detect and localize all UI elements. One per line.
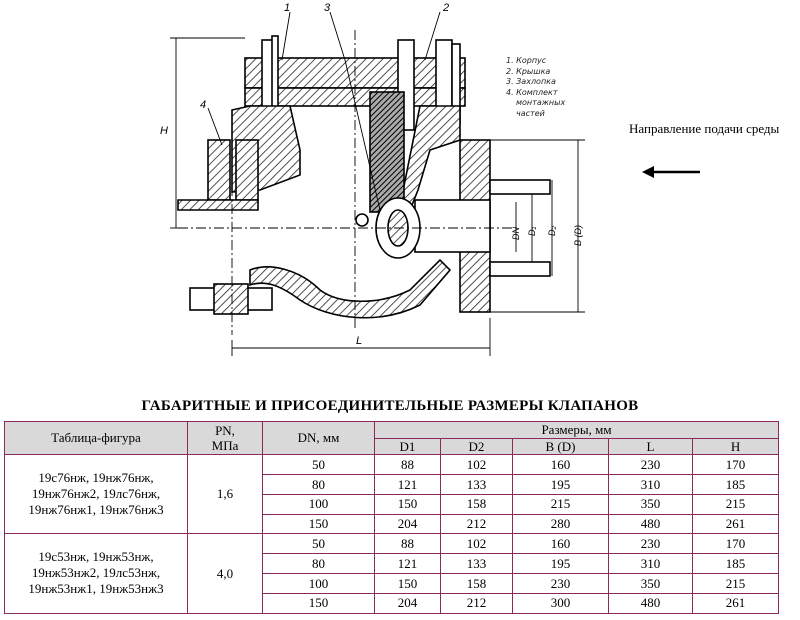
d2-cell: 212 bbox=[440, 513, 513, 535]
flow-direction-label: Направление подачи среды bbox=[629, 121, 780, 136]
d1-cell: 150 bbox=[374, 572, 441, 594]
h-cell: 170 bbox=[691, 454, 780, 475]
header-dn: DN, мм bbox=[262, 420, 375, 456]
h-cell: 261 bbox=[691, 592, 780, 614]
header-d1: D1 bbox=[374, 437, 441, 456]
dn-cell: 150 bbox=[262, 592, 375, 614]
pn-cell: 4,0 bbox=[187, 533, 263, 614]
d2-cell: 212 bbox=[440, 592, 513, 614]
header-pn: PN,МПа bbox=[187, 420, 263, 456]
dn-cell: 150 bbox=[262, 513, 375, 535]
h-cell: 185 bbox=[691, 473, 780, 495]
dn-cell: 80 bbox=[262, 473, 375, 495]
figure-cell: 19с53нж, 19нж53нж, 19нж53нж2, 19лс53нж, … bbox=[4, 533, 188, 614]
callout-1: 1 bbox=[284, 2, 290, 14]
d1-cell: 204 bbox=[374, 513, 441, 535]
table-row: 19с53нж, 19нж53нж, 19нж53нж2, 19лс53нж, … bbox=[4, 533, 780, 614]
b-cell: 215 bbox=[512, 493, 609, 515]
b-cell: 195 bbox=[512, 473, 609, 495]
l-cell: 310 bbox=[608, 553, 693, 574]
d1-cell: 150 bbox=[374, 493, 441, 515]
b-cell: 160 bbox=[512, 533, 609, 555]
header-figure: Таблица-фигура bbox=[4, 420, 188, 456]
table-title: ГАБАРИТНЫЕ И ПРИСОЕДИНИТЕЛЬНЫЕ РАЗМЕРЫ К… bbox=[141, 398, 639, 414]
b-cell: 280 bbox=[512, 513, 609, 535]
dim-label-d2: D₂ bbox=[547, 226, 557, 236]
valve-drawing: 1 3 2 4 H L DN D₁ D₂ B (D) bbox=[160, 2, 585, 356]
l-cell: 350 bbox=[608, 493, 693, 515]
arrow-left-icon bbox=[642, 166, 700, 178]
legend-item: 4. Комплект bbox=[506, 87, 558, 97]
pn-cell: 1,6 bbox=[187, 454, 263, 535]
l-cell: 310 bbox=[608, 473, 693, 495]
h-cell: 261 bbox=[691, 513, 780, 535]
dimensions-table: Таблица-фигура PN,МПа DN, мм Размеры, мм… bbox=[4, 420, 780, 614]
dim-label-dn: DN bbox=[511, 227, 521, 240]
l-cell: 480 bbox=[608, 513, 693, 535]
dn-cell: 100 bbox=[262, 572, 375, 594]
parts-legend: 1. Корпус 2. Крышка 3. Захлопка 4. Компл… bbox=[506, 56, 596, 119]
dn-cell: 100 bbox=[262, 493, 375, 515]
l-cell: 350 bbox=[608, 572, 693, 594]
callout-2: 2 bbox=[442, 2, 449, 14]
b-cell: 230 bbox=[512, 572, 609, 594]
figure-cell: 19с76нж, 19нж76нж, 19нж76нж2, 19лс76нж, … bbox=[4, 454, 188, 535]
l-cell: 230 bbox=[608, 454, 693, 475]
table-row: 150 204 212 280 480 261 bbox=[5, 513, 780, 535]
legend-item: 2. Крышка bbox=[506, 66, 551, 76]
dn-cell: 50 bbox=[262, 533, 375, 555]
dim-label-h: H bbox=[160, 125, 168, 137]
d2-cell: 158 bbox=[440, 493, 513, 515]
dim-label-b: B (D) bbox=[573, 225, 583, 246]
d1-cell: 121 bbox=[374, 473, 441, 495]
callout-3: 3 bbox=[324, 2, 331, 14]
d1-cell: 88 bbox=[374, 454, 441, 475]
dim-label-l: L bbox=[356, 335, 362, 347]
legend-item: частей bbox=[516, 108, 545, 118]
h-cell: 215 bbox=[691, 572, 780, 594]
table-row: 100 150 158 215 350 215 bbox=[5, 493, 780, 515]
h-cell: 215 bbox=[691, 493, 780, 515]
dn-cell: 80 bbox=[262, 553, 375, 574]
d2-cell: 102 bbox=[440, 533, 513, 555]
legend-item: 1. Корпус bbox=[506, 56, 547, 65]
d1-cell: 204 bbox=[374, 592, 441, 614]
callout-4: 4 bbox=[200, 99, 206, 111]
d2-cell: 158 bbox=[440, 572, 513, 594]
l-cell: 230 bbox=[608, 533, 693, 555]
l-cell: 480 bbox=[608, 592, 693, 614]
b-cell: 160 bbox=[512, 454, 609, 475]
dn-cell: 50 bbox=[262, 454, 375, 475]
table-row: 150 204 212 300 480 261 bbox=[5, 592, 780, 614]
d1-cell: 88 bbox=[374, 533, 441, 555]
header-l: L bbox=[608, 437, 693, 456]
d2-cell: 133 bbox=[440, 473, 513, 495]
header-sizes: Размеры, мм bbox=[373, 421, 780, 439]
dim-label-d1: D₁ bbox=[527, 227, 537, 236]
table-row: 19с76нж, 19нж76нж, 19нж76нж2, 19лс76нж, … bbox=[4, 454, 780, 535]
h-cell: 170 bbox=[691, 533, 780, 555]
header-d2: D2 bbox=[440, 437, 513, 456]
header-b: B (D) bbox=[512, 437, 609, 456]
b-cell: 195 bbox=[512, 553, 609, 574]
legend-item: 3. Захлопка bbox=[506, 77, 556, 86]
legend-item: монтажных bbox=[516, 98, 566, 107]
d1-cell: 121 bbox=[374, 553, 441, 574]
h-cell: 185 bbox=[691, 553, 780, 574]
header-h: H bbox=[691, 437, 780, 456]
d2-cell: 102 bbox=[440, 454, 513, 475]
d2-cell: 133 bbox=[440, 553, 513, 574]
b-cell: 300 bbox=[512, 592, 609, 614]
